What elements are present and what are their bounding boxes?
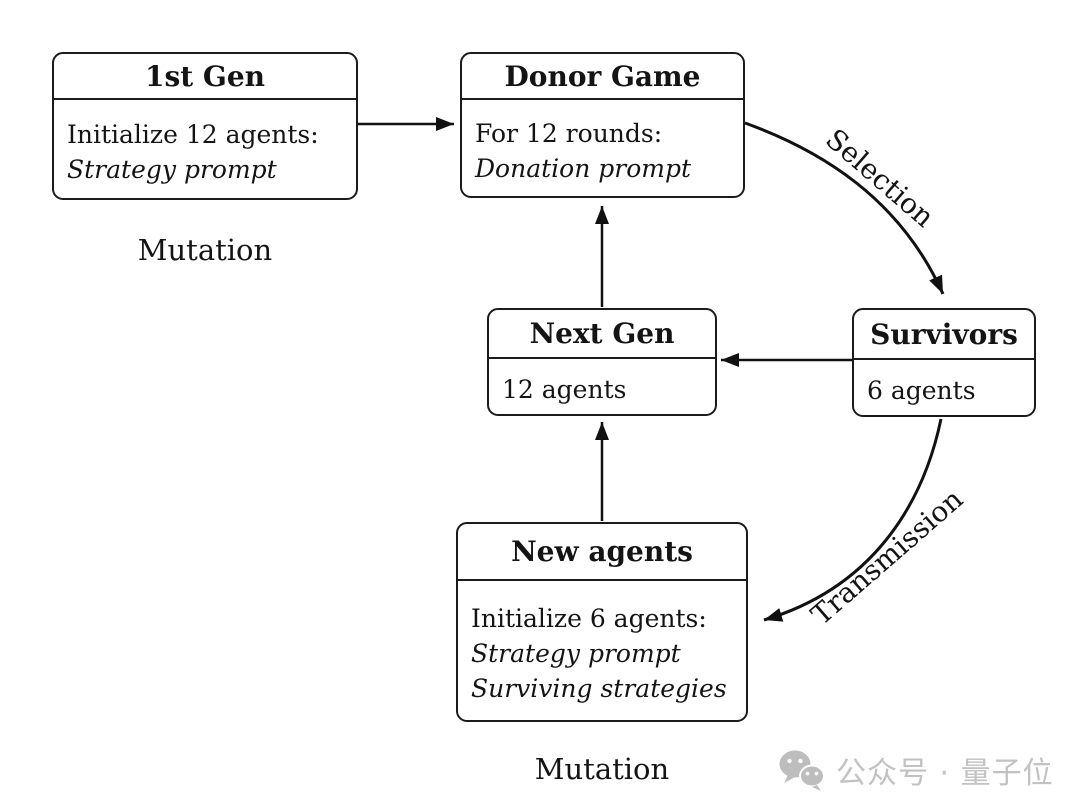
box-first-gen-line1: Initialize 12 agents: [67, 119, 319, 149]
watermark: 公众号 · 量子位 [778, 747, 1054, 793]
box-survivors: Survivors 6 agents [852, 308, 1036, 417]
box-next-gen-body: 12 agents [489, 359, 715, 414]
box-donor-game: Donor Game For 12 rounds: Donation promp… [460, 52, 745, 198]
box-new-agents-line2: Strategy prompt [471, 638, 681, 668]
box-next-gen-title: Next Gen [489, 310, 715, 359]
box-donor-game-line2: Donation prompt [475, 153, 692, 183]
box-first-gen-title: 1st Gen [54, 54, 356, 100]
box-first-gen: 1st Gen Initialize 12 agents: Strategy p… [52, 52, 358, 200]
box-first-gen-body: Initialize 12 agents: Strategy prompt [54, 100, 356, 198]
box-next-gen-line1: 12 agents [502, 374, 627, 404]
label-mutation-top: Mutation [137, 233, 273, 267]
box-survivors-title: Survivors [854, 310, 1034, 360]
watermark-text: 公众号 · 量子位 [836, 756, 1054, 791]
label-mutation-bottom: Mutation [534, 752, 670, 786]
arrow-selection-curve [744, 121, 945, 295]
box-next-gen: Next Gen 12 agents [487, 308, 717, 416]
box-donor-game-body: For 12 rounds: Donation prompt [462, 100, 743, 196]
box-donor-game-title: Donor Game [462, 54, 743, 100]
box-new-agents-line1: Initialize 6 agents: [471, 603, 707, 633]
box-first-gen-line2: Strategy prompt [67, 154, 277, 184]
wechat-icon [778, 749, 826, 791]
box-new-agents-line3: Surviving strategies [471, 673, 727, 703]
box-new-agents-title: New agents [458, 524, 746, 581]
box-survivors-line1: 6 agents [867, 375, 976, 405]
box-survivors-body: 6 agents [854, 360, 1034, 415]
box-new-agents: New agents Initialize 6 agents: Strategy… [456, 522, 748, 722]
box-donor-game-line1: For 12 rounds: [475, 118, 663, 148]
box-new-agents-body: Initialize 6 agents: Strategy prompt Sur… [458, 581, 746, 720]
arrow-transmission-curve [763, 418, 943, 622]
